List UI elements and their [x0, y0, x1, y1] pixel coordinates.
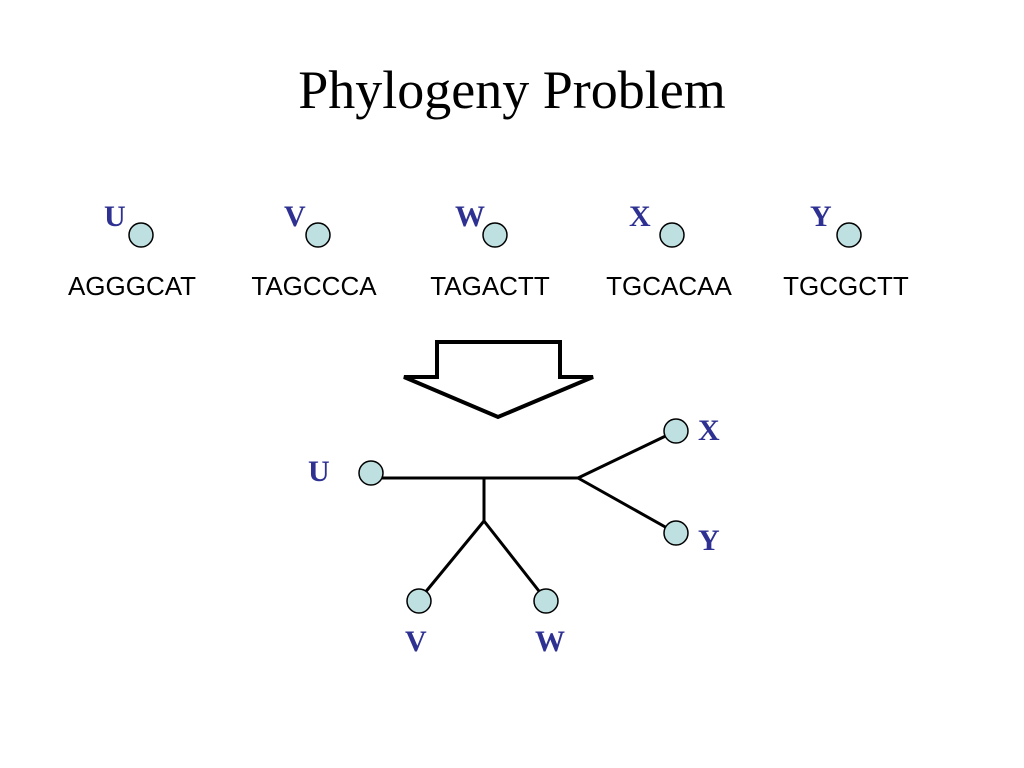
tree-node-w: [533, 588, 559, 614]
species-node-v: [305, 222, 331, 248]
tree-leaves: U V W X Y: [308, 414, 720, 658]
tree-edge-x: [576, 429, 678, 480]
tree-label-y: Y: [698, 524, 720, 557]
species-label-v: V: [284, 200, 306, 233]
tree-label-x: X: [698, 414, 720, 447]
sequence-w: TAGACTT: [430, 271, 550, 301]
sequence-v: TAGCCCA: [251, 271, 377, 301]
species-node-y: [836, 222, 862, 248]
tree-node-y: [663, 520, 689, 546]
species-label-x: X: [629, 200, 651, 233]
slide-title: Phylogeny Problem: [298, 60, 726, 120]
species-label-y: Y: [810, 200, 832, 233]
tree-node-u: [358, 460, 384, 486]
species-label-u: U: [104, 200, 126, 233]
species-label-w: W: [455, 200, 485, 233]
tree-label-w: W: [535, 625, 565, 658]
species-node-x: [659, 222, 685, 248]
sequence-u: AGGGCAT: [67, 271, 197, 301]
tree-label-v: V: [405, 625, 427, 658]
species-node-w: [482, 222, 508, 248]
tree-edge-v: [417, 519, 486, 602]
tree-edge-w: [482, 519, 548, 602]
tree-edges: [369, 429, 678, 602]
tree-edge-y: [576, 476, 678, 535]
tree-label-u: U: [308, 455, 330, 488]
species-node-u: [128, 222, 154, 248]
sequence-y: TGCGCTT: [783, 271, 909, 301]
down-arrow-icon: [403, 340, 594, 420]
tree-node-x: [663, 418, 689, 444]
tree-node-v: [406, 588, 432, 614]
sequence-x: TGCACAA: [606, 271, 732, 301]
species-row: U V W X Y: [104, 200, 862, 248]
